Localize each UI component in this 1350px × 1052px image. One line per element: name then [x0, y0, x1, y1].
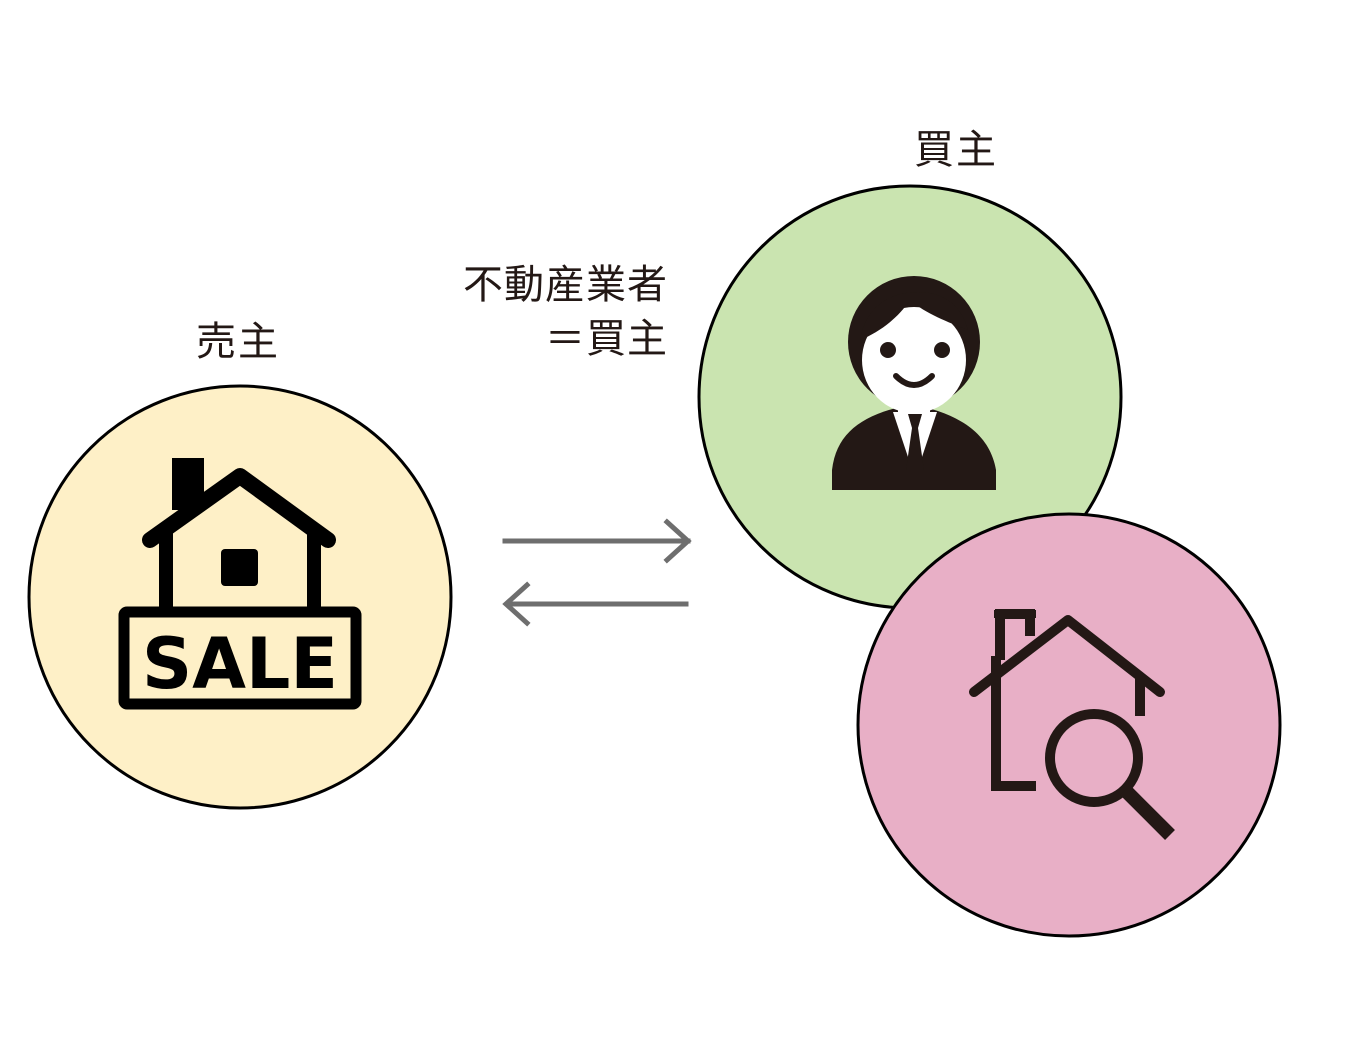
exchange-arrows	[502, 518, 692, 627]
buyer-label: 買主	[914, 127, 998, 173]
arrow-right-icon	[502, 518, 692, 564]
agent-label-line2: ＝買主	[545, 316, 668, 362]
seller-label: 売主	[196, 319, 280, 365]
seller-node: SALE	[27, 384, 453, 810]
house-for-sale-icon: SALE	[118, 458, 362, 710]
arrow-left-icon	[502, 581, 689, 627]
agent-label: 不動産業者 ＝買主	[440, 258, 668, 366]
house-search-icon	[969, 609, 1175, 840]
sale-sign-text: SALE	[142, 623, 338, 705]
buyer-node	[697, 184, 1123, 610]
agent-label-line1: 不動産業者	[463, 262, 668, 308]
businessman-icon	[832, 276, 996, 490]
seller-circle	[27, 384, 453, 810]
house-search-node	[856, 512, 1282, 938]
